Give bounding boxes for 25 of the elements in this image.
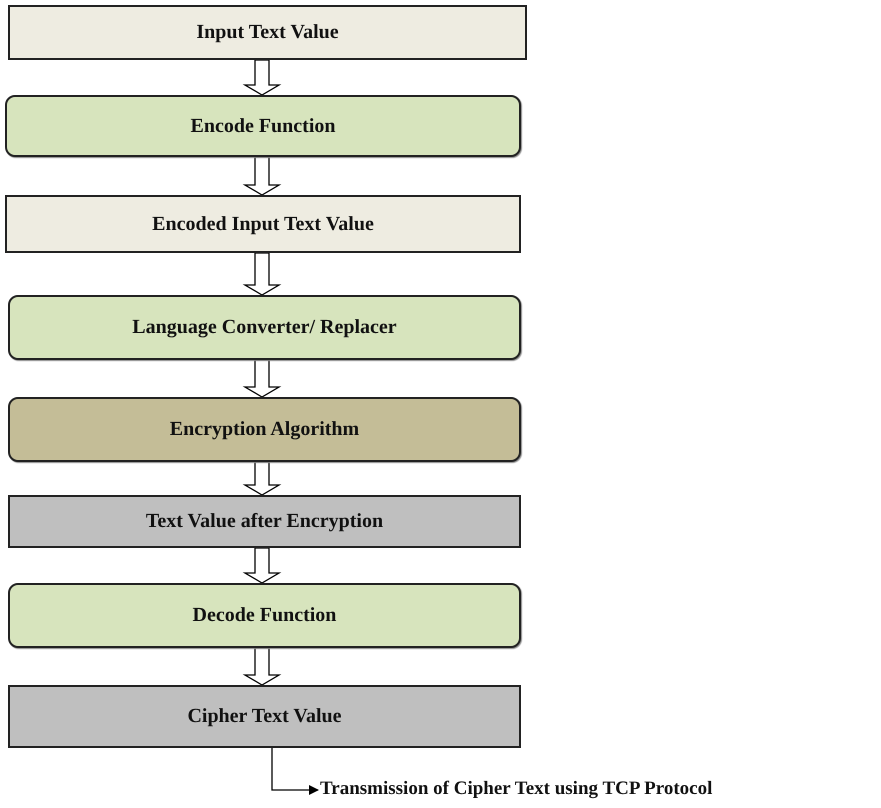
process-box <box>8 5 527 60</box>
box-label: Decode Function <box>192 604 336 627</box>
box-label: Text Value after Encryption <box>146 510 384 533</box>
rounded-process-box <box>8 397 521 462</box>
box-label: Encryption Algorithm <box>170 418 360 441</box>
block-arrow <box>242 252 282 296</box>
process-box <box>8 495 521 548</box>
block-arrow <box>242 547 282 584</box>
block-arrow <box>242 59 282 96</box>
rounded-process-box <box>5 95 521 157</box>
block-arrow <box>242 461 282 496</box>
box-label: Encoded Input Text Value <box>152 212 374 236</box>
box-label: Cipher Text Value <box>187 705 342 728</box>
process-box <box>5 195 521 253</box>
rounded-process-box <box>8 583 521 648</box>
rounded-process-box <box>8 295 521 360</box>
box-label: Language Converter/ Replacer <box>132 316 397 339</box>
box-label: Encode Function <box>190 114 336 138</box>
process-box <box>8 685 521 748</box>
output-label: Transmission of Cipher Text using TCP Protocol <box>320 778 712 800</box>
box-label: Input Text Value <box>196 21 339 44</box>
block-arrow <box>242 359 282 398</box>
block-arrow <box>242 156 282 196</box>
arrow <box>271 748 319 795</box>
block-arrow <box>242 647 282 686</box>
